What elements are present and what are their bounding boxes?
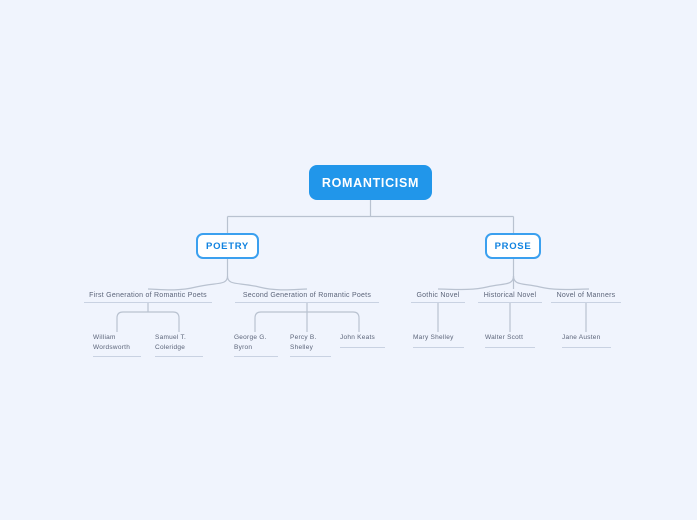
connector-prose-to-manners [512,275,590,291]
leaf-node-samuel-t-coleridge[interactable]: Samuel T. Coleridge [155,333,203,357]
category-node-gothic-novel[interactable]: Gothic Novel [411,289,465,303]
leaf-node-william-wordsworth[interactable]: William Wordsworth [93,333,141,357]
connector-gen2-bus [254,311,360,332]
branch-node-prose[interactable]: PROSE [485,233,541,259]
root-node-romanticism[interactable]: ROMANTICISM [309,165,432,200]
leaf-node-percy-b-shelley[interactable]: Percy B. Shelley [290,333,331,357]
branch-node-poetry[interactable]: POETRY [196,233,259,259]
leaf-node-mary-shelley[interactable]: Mary Shelley [413,333,464,348]
leaf-node-george-g-byron[interactable]: George G. Byron [234,333,278,357]
connector-poetry-to-gen2 [226,275,308,291]
connector-poetry-to-gen1 [147,275,229,291]
leaf-node-jane-austen[interactable]: Jane Austen [562,333,611,348]
category-node-first-generation[interactable]: First Generation of Romantic Poets [84,289,212,303]
connector-gen1-bus [116,311,180,332]
leaf-node-walter-scott[interactable]: Walter Scott [485,333,535,348]
category-node-historical-novel[interactable]: Historical Novel [478,289,542,303]
leaf-node-john-keats[interactable]: John Keats [340,333,385,348]
category-node-novel-of-manners[interactable]: Novel of Manners [551,289,621,303]
category-node-second-generation[interactable]: Second Generation of Romantic Poets [235,289,379,303]
connector-prose-to-gothic [437,275,515,291]
